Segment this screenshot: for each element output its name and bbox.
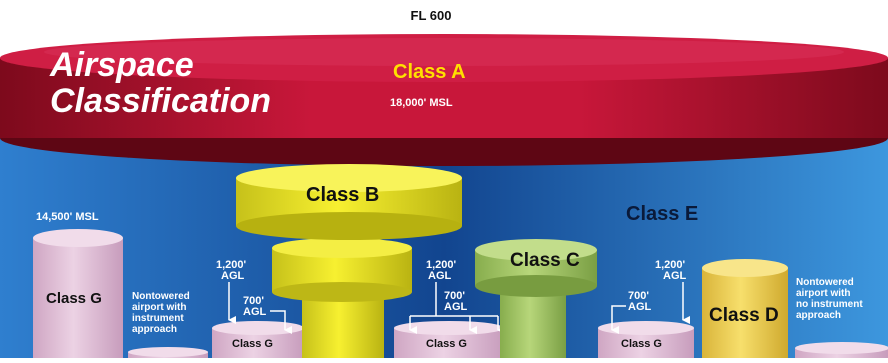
class-g-ceiling: 14,500' MSL <box>36 211 99 223</box>
class-b-label: Class B <box>306 184 379 206</box>
class-g-disc-3 <box>598 321 694 358</box>
agl-value: 700' <box>444 290 465 302</box>
agl-value: 700' <box>628 290 649 302</box>
class-g-disc-1-label: Class G <box>232 338 273 350</box>
agl-unit: AGL <box>243 306 267 318</box>
agl-label-group-1: 1,200' AGL 700' AGL <box>216 259 292 334</box>
agl-unit: AGL <box>444 301 468 313</box>
note-line: no instrument <box>796 299 863 310</box>
class-g-disc-2-label: Class G <box>426 338 467 350</box>
note-line: airport with <box>796 288 850 299</box>
class-a-floor: 18,000' MSL <box>390 97 453 109</box>
note-line: approach <box>796 310 841 321</box>
agl-unit: AGL <box>428 270 452 282</box>
class-g-label: Class G <box>46 290 102 307</box>
note-line: airport with <box>132 302 186 313</box>
agl-unit: AGL <box>221 270 245 282</box>
class-d-label: Class D <box>709 305 779 326</box>
class-e-label: Class E <box>626 203 698 225</box>
class-g-disc-3-label: Class G <box>621 338 662 350</box>
agl-value: 1,200' <box>216 259 247 271</box>
note-line: Nontowered <box>796 277 854 288</box>
class-a-label: Class A <box>393 61 466 83</box>
agl-arrow <box>611 305 626 334</box>
note-line: approach <box>132 324 177 335</box>
agl-label-group-2: 1,200' AGL 700' AGL <box>409 259 505 334</box>
class-c-label: Class C <box>510 250 580 271</box>
nontowered-instrument-pad <box>128 347 208 360</box>
fl600-label: FL 600 <box>411 8 452 23</box>
agl-value: 700' <box>243 295 264 307</box>
agl-unit: AGL <box>663 270 687 282</box>
class-c-shelves <box>475 239 597 358</box>
nontowered-instrument-note: Nontowered airport with instrument appro… <box>132 291 190 335</box>
note-line: Nontowered <box>132 291 190 302</box>
class-a-band <box>0 34 888 166</box>
agl-arrow <box>270 310 292 334</box>
agl-value: 1,200' <box>426 259 457 271</box>
agl-unit: AGL <box>628 301 652 313</box>
agl-label-group-3: 700' AGL 1,200' AGL <box>611 259 690 334</box>
class-b-shelves <box>236 164 462 358</box>
agl-value: 1,200' <box>655 259 686 271</box>
class-g-column <box>33 229 123 358</box>
note-line: instrument <box>132 313 184 324</box>
class-d-cylinder <box>702 259 788 358</box>
nontowered-no-instrument-note: Nontowered airport with no instrument ap… <box>796 277 863 321</box>
nontowered-no-instrument-pad <box>795 342 888 358</box>
title-line2: Classification <box>50 82 271 120</box>
title-line1: Airspace <box>49 46 194 84</box>
